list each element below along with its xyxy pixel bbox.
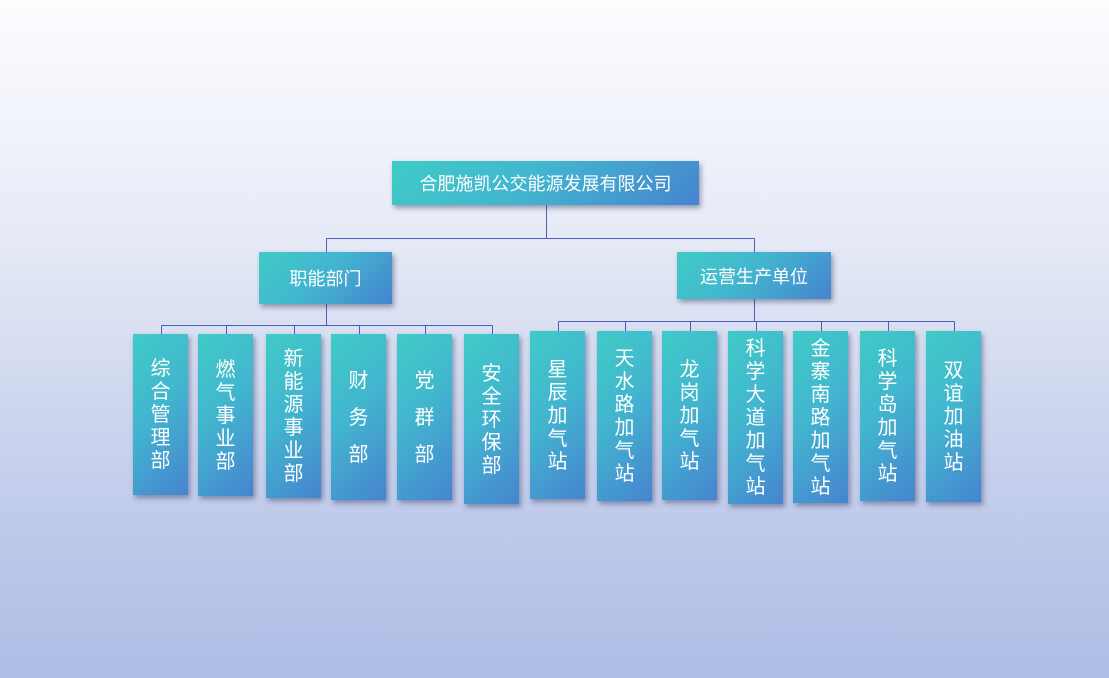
dept-node: 党群部 bbox=[397, 334, 452, 500]
station-node: 科学岛加气站 bbox=[860, 331, 915, 501]
dept-label: 综合管理部 bbox=[150, 356, 171, 472]
root-company-node: 合肥施凯公交能源发展有限公司 bbox=[392, 161, 699, 205]
dept-label: 安全环保部 bbox=[481, 360, 502, 477]
dept-label: 新能源事业部 bbox=[283, 346, 304, 485]
station-label: 双谊加油站 bbox=[943, 358, 964, 474]
branch-label-operating-units: 运营生产单位 bbox=[700, 266, 808, 288]
station-label: 星辰加气站 bbox=[547, 356, 568, 473]
dept-label: 党群部 bbox=[414, 367, 435, 466]
station-node: 双谊加油站 bbox=[926, 331, 981, 502]
dept-node: 财务部 bbox=[331, 334, 386, 500]
branch-node-functional-departments: 职能部门 bbox=[259, 252, 392, 304]
station-node: 天水路加气站 bbox=[597, 331, 652, 501]
dept-node: 燃气事业部 bbox=[198, 334, 253, 496]
station-label: 龙岗加气站 bbox=[679, 357, 700, 473]
dept-label: 财务部 bbox=[348, 367, 369, 466]
dept-node: 新能源事业部 bbox=[266, 334, 321, 498]
station-label: 天水路加气站 bbox=[614, 346, 635, 485]
station-label: 金寨南路加气站 bbox=[810, 335, 831, 498]
station-node: 科学大道加气站 bbox=[728, 331, 783, 504]
station-node: 星辰加气站 bbox=[530, 331, 585, 499]
station-node: 金寨南路加气站 bbox=[793, 331, 848, 503]
branch-node-operating-units: 运营生产单位 bbox=[677, 252, 831, 299]
dept-node: 综合管理部 bbox=[133, 334, 188, 495]
station-node: 龙岗加气站 bbox=[662, 331, 717, 500]
station-label: 科学岛加气站 bbox=[877, 346, 898, 485]
branch-label-functional-departments: 职能部门 bbox=[289, 269, 362, 290]
root-company-label: 合肥施凯公交能源发展有限公司 bbox=[419, 174, 672, 195]
station-label: 科学大道加气站 bbox=[745, 336, 766, 498]
dept-label: 燃气事业部 bbox=[215, 356, 236, 473]
dept-node: 安全环保部 bbox=[464, 334, 519, 504]
